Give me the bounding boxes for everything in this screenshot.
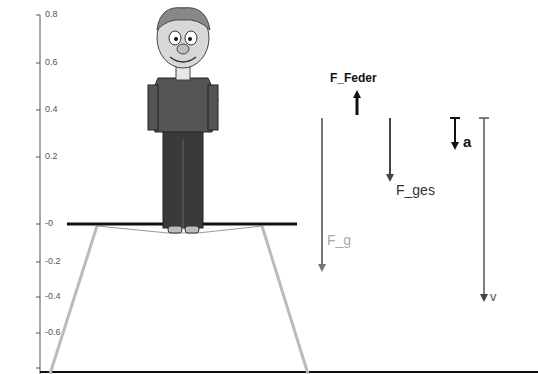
- person-figure: [148, 8, 218, 233]
- acceleration-label: a: [463, 134, 471, 149]
- height-axis: [36, 15, 40, 374]
- axis-tick-label: -0.2: [45, 257, 61, 266]
- axis-tick-label: 0.2: [45, 152, 58, 161]
- trampoline-legs: [50, 226, 308, 374]
- velocity-arrow: [483, 118, 485, 298]
- net-force-arrow: [389, 118, 391, 178]
- axis-tick-label: 0.8: [45, 10, 58, 19]
- axis-tick-label: 0.6: [45, 58, 58, 67]
- ground-line: [40, 371, 538, 373]
- axis-tick-label: -0.4: [45, 292, 61, 301]
- axis-tick-label: 0.4: [45, 105, 58, 114]
- velocity-label: v: [490, 290, 497, 303]
- force-label: F_Feder: [330, 72, 377, 84]
- gravity-arrow: [321, 118, 323, 268]
- force-label: F_ges: [396, 183, 435, 197]
- trampoline-membrane: [97, 226, 262, 233]
- force-label: F_g: [327, 233, 351, 247]
- axis-tick-label: -0.6: [45, 328, 61, 337]
- spring-force-arrow: [356, 94, 359, 115]
- acceleration-arrow: [454, 118, 456, 146]
- axis-tick-label: -0: [45, 219, 53, 228]
